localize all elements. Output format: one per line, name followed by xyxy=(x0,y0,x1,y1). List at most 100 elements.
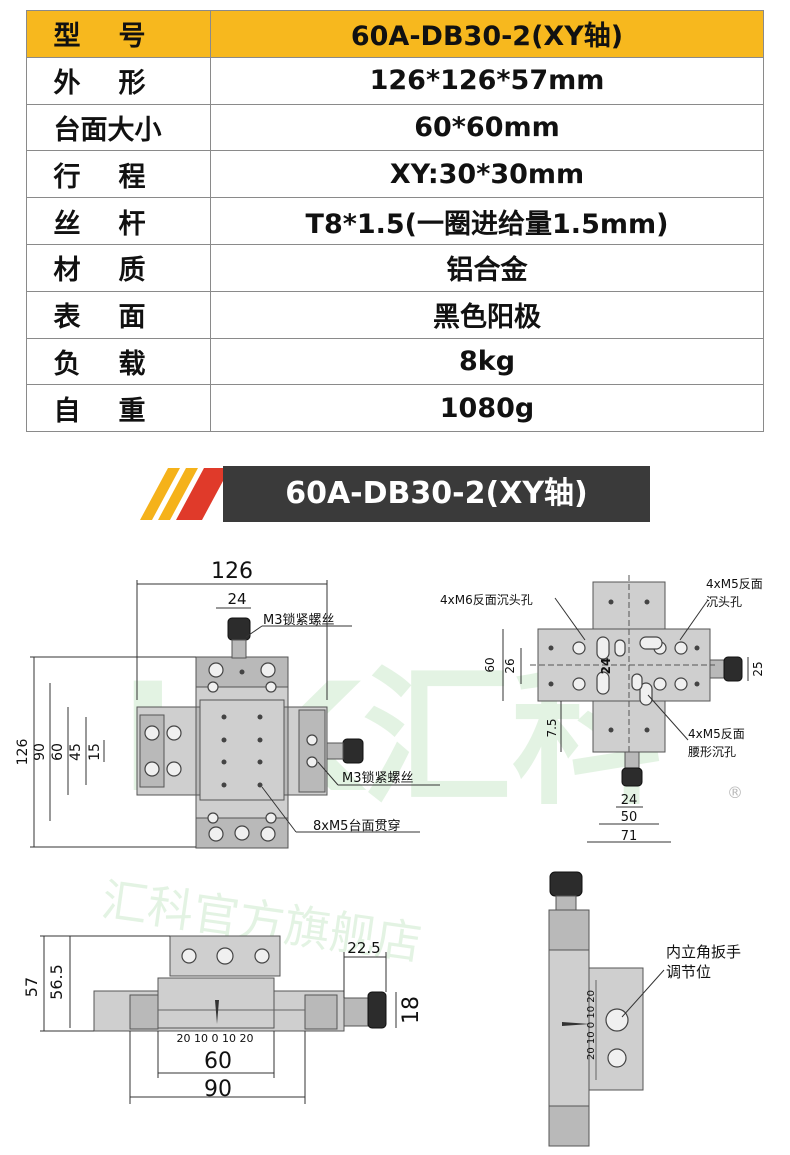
spec-key-text: 丝 xyxy=(53,208,81,240)
spec-key-text: 负 xyxy=(53,348,81,380)
dim-45-left: 45 xyxy=(68,743,84,761)
product-banner: 60A-DB30-2(XY轴) xyxy=(140,466,650,522)
spec-key: 型号 xyxy=(26,10,211,58)
dim-56-5-front: 56.5 xyxy=(47,964,66,1000)
side-view-wrench-hole xyxy=(605,1008,629,1032)
note-wrench-2: 调节位 xyxy=(666,963,711,981)
spec-key-text: 外 xyxy=(53,68,81,100)
spec-row: 自重 1080g xyxy=(26,384,764,433)
banner-stripe-red xyxy=(176,468,230,520)
spec-value: 60A-DB30-2(XY轴) xyxy=(210,10,764,58)
banner-stripes xyxy=(140,468,230,520)
banner-bar xyxy=(223,466,650,522)
note-m6: 4xM6反面沉头孔 xyxy=(440,593,533,607)
bottom-view-knob-x xyxy=(723,656,743,682)
spec-key: 负载 xyxy=(26,337,211,386)
top-view-knob-x xyxy=(342,738,364,764)
spec-key-wrap: 负载 xyxy=(54,342,184,381)
spec-row: 表面黑色阳极 xyxy=(26,290,764,339)
spec-key: 外形 xyxy=(26,56,211,105)
technical-drawing: HK汇科 汇科官方旗舰店 ® xyxy=(15,559,765,1147)
banner-stripe-yellow-2 xyxy=(158,468,198,520)
bottom-view: 60 26 24 25 7.5 24 50 71 4xM6反面沉头孔 4xM5反… xyxy=(440,575,765,844)
spec-key-wrap: 自重 xyxy=(54,389,184,428)
front-view-knob xyxy=(367,991,387,1029)
spec-key-text: 程 xyxy=(118,161,146,193)
spec-key-text: 台面大小 xyxy=(53,114,162,146)
top-view-end-block-right xyxy=(298,709,326,793)
dim-50-bottom: 50 xyxy=(621,810,638,825)
spec-key-wrap: 型号 xyxy=(54,14,184,53)
spec-key-text: 行 xyxy=(53,161,81,193)
spec-key-wrap: 材质 xyxy=(54,248,184,287)
dim-90-left: 90 xyxy=(32,743,48,761)
note-8xm5: 8xM5台面贯穿 xyxy=(313,818,400,834)
spec-key-wrap: 外形 xyxy=(54,61,184,100)
dim-25-bottom: 25 xyxy=(751,661,765,676)
dim-24h-bottom: 24 xyxy=(621,793,638,808)
spec-key-wrap: 丝杆 xyxy=(54,202,184,241)
spec-key-wrap: 表面 xyxy=(54,295,184,334)
spec-key-text: 载 xyxy=(118,348,146,380)
spec-value: 126*126*57mm xyxy=(210,56,764,105)
note-m3-lock-1: M3锁紧螺丝 xyxy=(263,612,335,628)
dim-60-front: 60 xyxy=(204,1049,232,1074)
spec-key-wrap: 台面大小 xyxy=(54,108,184,147)
banner-stripe-yellow xyxy=(140,468,180,520)
spec-value: XY:30*30mm xyxy=(210,150,764,199)
top-view: 126 24 126 90 60 45 15 M3锁紧螺丝 M3锁紧螺丝 8xM… xyxy=(15,559,440,849)
side-view-scale: 20 10 0 10 20 xyxy=(586,990,597,1060)
spec-key: 自重 xyxy=(26,384,211,433)
dim-15-left: 15 xyxy=(87,743,103,761)
spec-key-text: 型 xyxy=(53,21,81,53)
bottom-view-knob-y xyxy=(621,767,643,787)
note-m5-counter-1: 4xM5反面 xyxy=(706,577,763,591)
spec-row: 台面大小 60*60mm xyxy=(26,103,764,152)
spec-key-text: 自 xyxy=(53,395,81,427)
dim-24-top: 24 xyxy=(227,590,246,608)
dim-71-bottom: 71 xyxy=(621,829,638,844)
spec-key-text: 表 xyxy=(53,302,81,334)
spec-key-text: 号 xyxy=(118,21,146,53)
spec-key-wrap: 行程 xyxy=(54,155,184,194)
spec-key-text: 材 xyxy=(53,255,81,287)
dim-22-5-front: 22.5 xyxy=(347,939,380,957)
side-view: 20 10 0 10 20 内立角扳手 调节位 xyxy=(548,871,741,1147)
spec-key-text: 质 xyxy=(118,255,146,287)
side-view-knob xyxy=(549,871,583,897)
spec-value: 铝合金 xyxy=(210,243,764,292)
spec-key: 台面大小 xyxy=(26,103,211,152)
spec-key-text: 杆 xyxy=(118,208,146,240)
spec-value: T8*1.5(一圈进给量1.5mm) xyxy=(210,197,764,245)
note-m5-slot-1: 4xM5反面 xyxy=(688,727,745,741)
note-wrench-1: 内立角扳手 xyxy=(666,943,741,961)
spec-key: 丝杆 xyxy=(26,197,211,245)
spec-value: 1080g xyxy=(210,384,764,433)
dim-60-bottom: 60 xyxy=(483,657,497,672)
front-view: 20 10 0 10 20 57 56.5 22.5 18 60 90 xyxy=(22,935,424,1104)
banner-title: 60A-DB30-2(XY轴) xyxy=(285,476,588,511)
spec-value: 8kg xyxy=(210,337,764,386)
dim-57-front: 57 xyxy=(22,977,41,997)
front-view-scale: 20 10 0 10 20 xyxy=(177,1032,254,1045)
note-m5-slot-2: 腰形沉孔 xyxy=(688,745,736,759)
note-m3-lock-2: M3锁紧螺丝 xyxy=(342,770,414,786)
note-m5-counter-2: 沉头孔 xyxy=(706,595,742,609)
spec-value: 60*60mm xyxy=(210,103,764,152)
top-view-table xyxy=(199,699,285,801)
dim-90-front: 90 xyxy=(204,1077,232,1102)
spec-key: 材质 xyxy=(26,243,211,292)
dim-126-top: 126 xyxy=(211,559,253,584)
registered-mark: ® xyxy=(727,783,743,802)
spec-key: 行程 xyxy=(26,150,211,199)
dim-24v-bottom: 24 xyxy=(599,658,613,675)
dim-60-left: 60 xyxy=(50,743,66,761)
spec-key-text: 形 xyxy=(118,68,146,100)
dim-7-5-bottom: 7.5 xyxy=(545,718,559,737)
spec-value: 黑色阳极 xyxy=(210,290,764,339)
